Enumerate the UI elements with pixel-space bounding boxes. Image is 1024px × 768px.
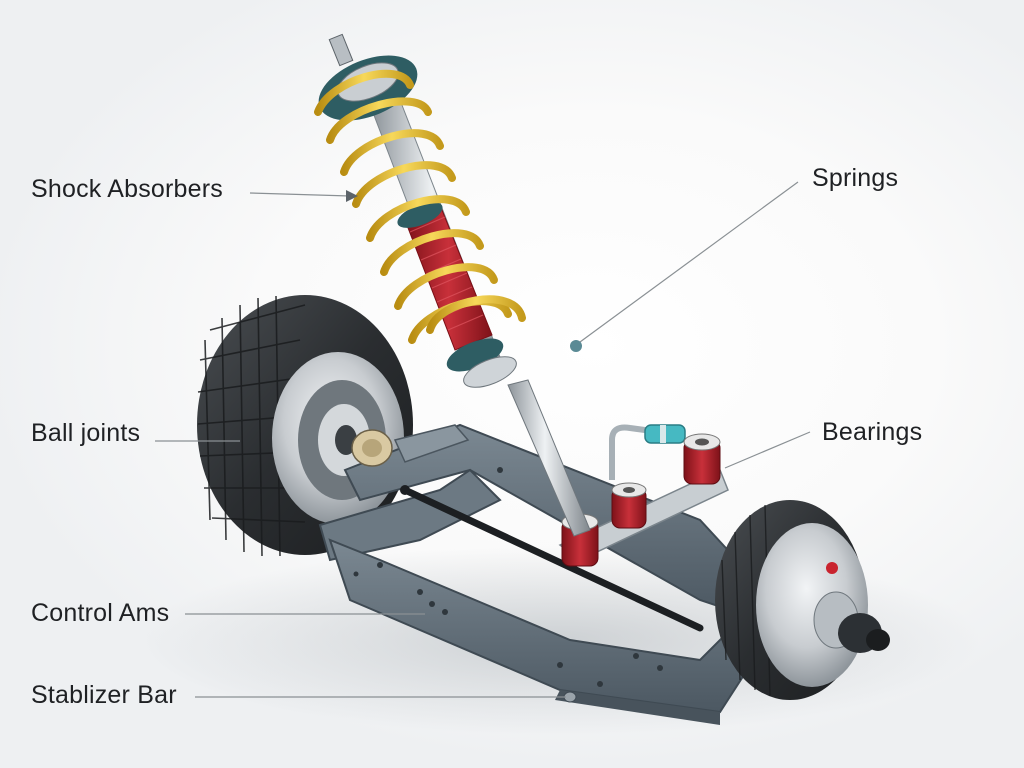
label-shock-absorbers: Shock Absorbers [31,175,223,203]
right-wheel [715,500,890,700]
coil-spring [314,69,526,344]
callout-dot-springs [570,340,582,352]
stabilizer-bar [400,485,704,632]
right-hub-indicator [826,562,838,574]
label-stabilizer-bar: Stablizer Bar [31,681,177,709]
bushing [683,433,721,485]
label-control-arms: Control Ams [31,599,170,627]
leader-shock [249,192,351,197]
bearing-links [558,424,729,567]
leader-lines [155,181,811,698]
bushing [611,482,647,529]
coilover-strut [314,33,591,537]
label-ball-joints: Ball joints [31,419,141,447]
label-bearings: Bearings [822,418,923,446]
leader-springs [579,181,799,343]
arrow-head-icon [346,190,358,202]
leader-bearings [724,431,811,469]
ball-joint [351,424,470,467]
label-springs: Springs [812,164,899,192]
